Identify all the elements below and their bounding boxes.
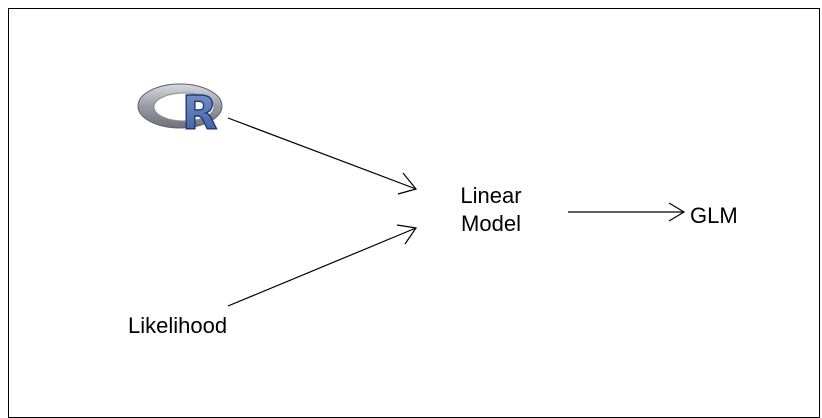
glm-node: GLM xyxy=(690,203,738,228)
r-logo-icon: R xyxy=(137,83,223,140)
linear-model-node: Linear Model xyxy=(452,182,530,238)
arrow-likelihood-to-linear-model xyxy=(227,224,418,307)
arrow-linear-model-to-glm xyxy=(568,202,686,222)
arrow-r-to-linear-model xyxy=(227,117,418,195)
linear-model-label-line2: Model xyxy=(461,211,521,236)
likelihood-node: Likelihood xyxy=(128,313,228,338)
r-logo-letter: R xyxy=(182,86,217,140)
linear-model-label-line1: Linear xyxy=(460,183,522,208)
